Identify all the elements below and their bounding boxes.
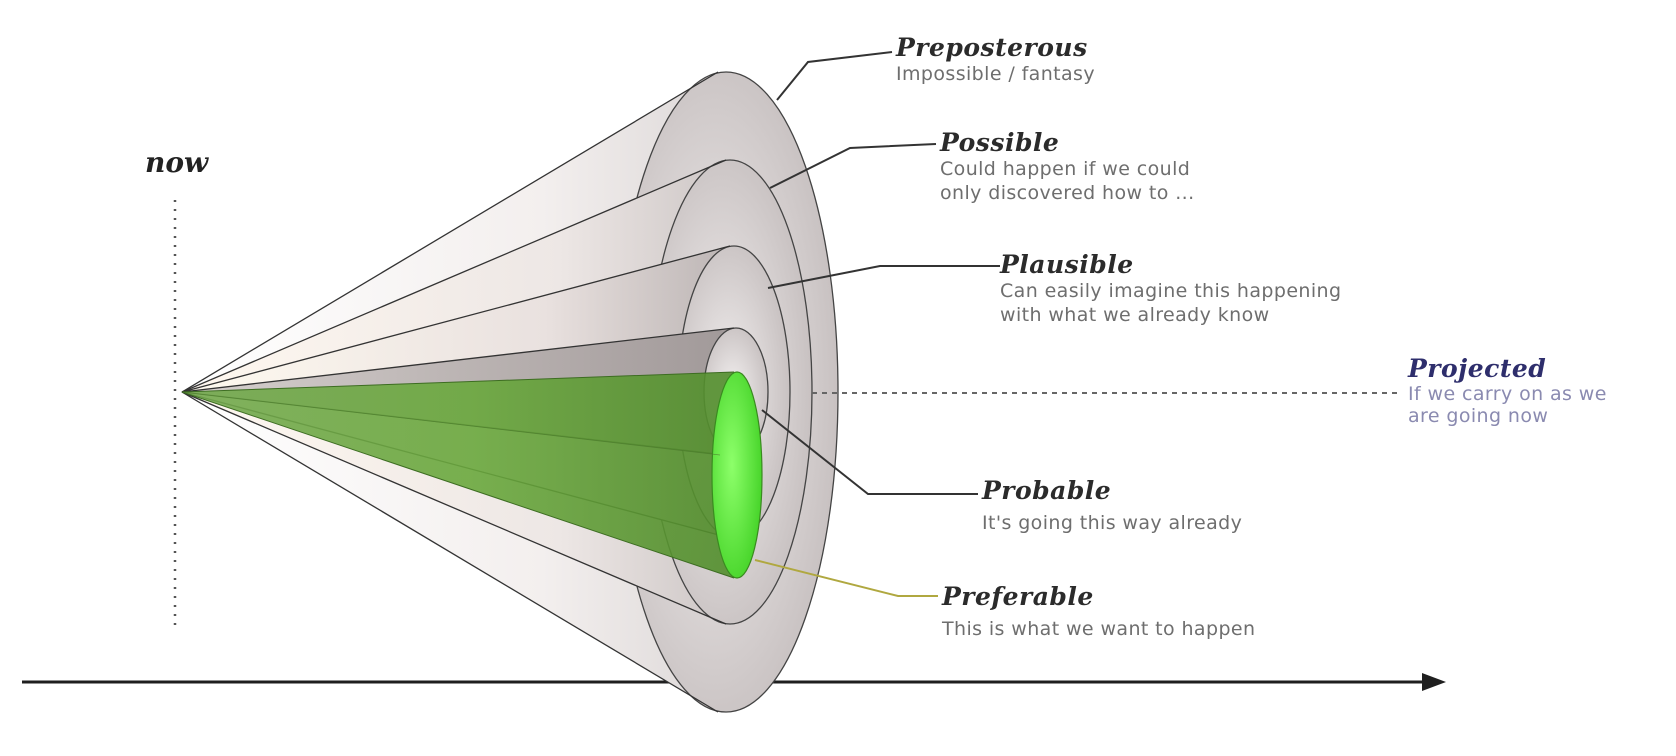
- label-title: Projected: [1408, 354, 1547, 383]
- label-desc: Can easily imagine this happening: [1000, 280, 1342, 302]
- label-desc: Could happen if we could: [940, 158, 1191, 180]
- now-label: now: [145, 146, 209, 179]
- label-desc: only discovered how to ...: [940, 182, 1195, 204]
- label-possible: Possible Could happen if we could only d…: [940, 128, 1195, 205]
- leader-lines: [754, 51, 1000, 597]
- label-plausible: Plausible Can easily imagine this happen…: [1000, 250, 1341, 327]
- label-title: Possible: [940, 128, 1060, 157]
- label-desc: with what we already know: [1000, 304, 1270, 326]
- label-desc: It's going this way already: [982, 512, 1243, 534]
- label-desc: Impossible / fantasy: [896, 63, 1095, 85]
- label-title: Probable: [982, 476, 1112, 505]
- label-projected: Projected If we carry on as we are going…: [1408, 354, 1607, 427]
- label-desc: This is what we want to happen: [942, 618, 1256, 640]
- preferable-cone: [181, 371, 763, 579]
- label-preposterous: Preposterous Impossible / fantasy: [896, 33, 1095, 86]
- label-title: Preferable: [942, 582, 1094, 611]
- label-title: Preposterous: [896, 33, 1088, 62]
- label-desc: are going now: [1408, 405, 1549, 427]
- label-preferable: Preferable This is what we want to happe…: [942, 582, 1255, 641]
- label-title: Plausible: [1000, 250, 1134, 279]
- label-desc: If we carry on as we: [1408, 383, 1607, 405]
- label-probable: Probable It's going this way already: [982, 476, 1242, 535]
